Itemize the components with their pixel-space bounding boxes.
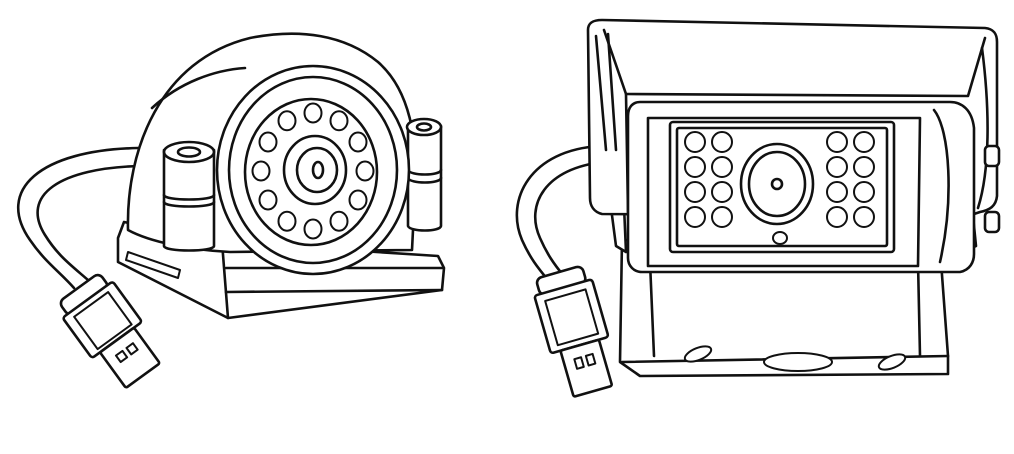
- dome-camera-ir-led-ring: [251, 102, 375, 240]
- ir-led: [684, 206, 706, 228]
- ir-led: [826, 206, 848, 228]
- rear-view-camera-cable: [515, 144, 606, 282]
- ir-led: [826, 131, 848, 153]
- ir-led: [303, 218, 323, 240]
- dome-camera-cable: [17, 146, 142, 290]
- ir-led: [258, 189, 278, 211]
- ir-led: [711, 156, 733, 178]
- ir-led: [853, 206, 875, 228]
- rear-view-camera-knob-bottom: [983, 210, 1001, 234]
- dome-camera: [17, 32, 446, 389]
- rear-view-camera-knob-top: [983, 144, 1001, 168]
- ir-led: [348, 131, 368, 153]
- ir-led: [853, 181, 875, 203]
- ir-led: [251, 160, 271, 182]
- rear-view-camera-usb-plug: [533, 265, 613, 398]
- ir-led: [329, 210, 349, 232]
- ir-led: [684, 131, 706, 153]
- ir-led: [684, 181, 706, 203]
- ir-led: [348, 189, 368, 211]
- ir-led: [277, 110, 297, 132]
- ir-led: [355, 160, 375, 182]
- ir-led: [853, 131, 875, 153]
- ir-led: [711, 131, 733, 153]
- rear-view-camera-ir-led-grid: [684, 131, 875, 228]
- ir-led: [684, 156, 706, 178]
- dome-camera-mount-peg-left: [162, 140, 216, 252]
- rear-view-camera-lens: [739, 142, 815, 245]
- ir-led: [329, 110, 349, 132]
- dome-camera-lens: [282, 134, 348, 206]
- ir-led: [711, 206, 733, 228]
- ir-led: [303, 102, 323, 124]
- ir-led: [277, 210, 297, 232]
- ir-led: [826, 156, 848, 178]
- ir-led: [711, 181, 733, 203]
- ir-led: [826, 181, 848, 203]
- ir-led: [258, 131, 278, 153]
- rear-view-camera: [515, 18, 1001, 398]
- ir-led: [853, 156, 875, 178]
- dome-camera-usb-plug: [59, 273, 161, 389]
- dome-camera-mount-peg-right: [405, 117, 443, 232]
